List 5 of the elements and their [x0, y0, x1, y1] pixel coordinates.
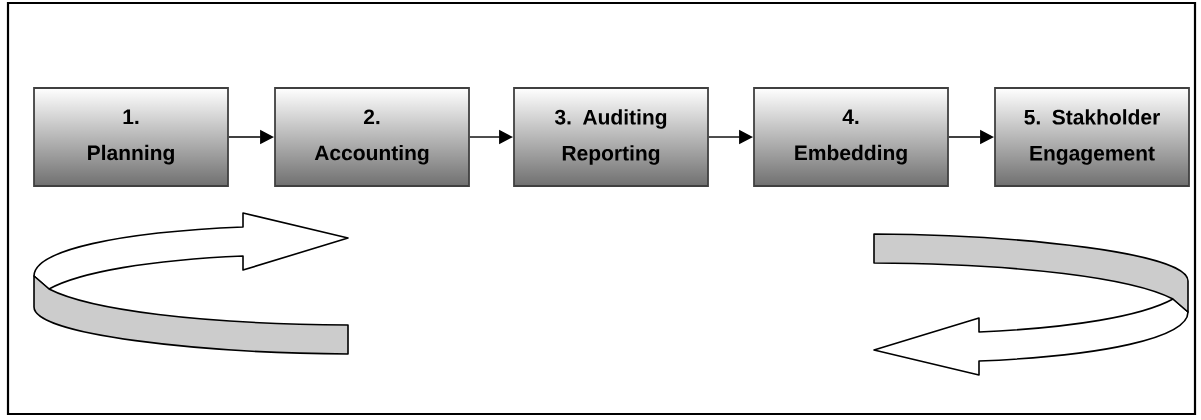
- process-box: 2. Accounting: [274, 87, 470, 187]
- process-box: 4. Embedding: [753, 87, 949, 187]
- process-box: 1. Planning: [33, 87, 229, 187]
- process-box: 5. Stakholder Engagement: [994, 87, 1190, 187]
- process-box: 3. Auditing Reporting: [513, 87, 709, 187]
